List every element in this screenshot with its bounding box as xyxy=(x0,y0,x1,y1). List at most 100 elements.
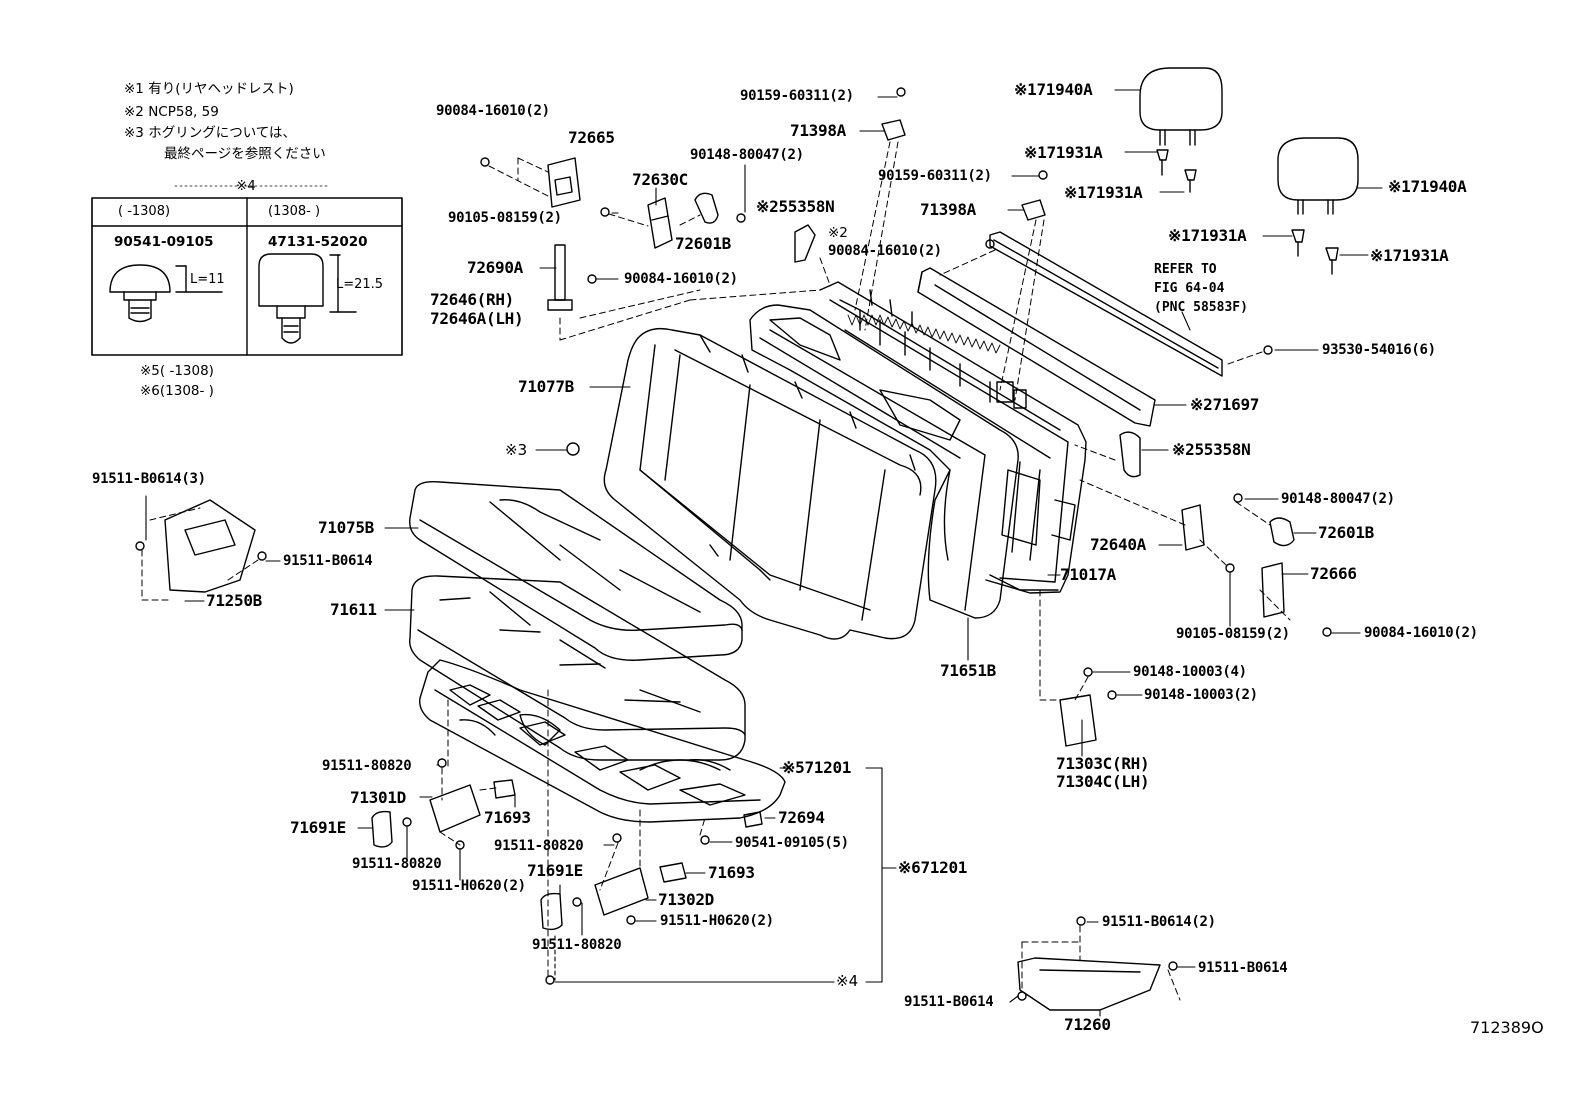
part-label: ※2 xyxy=(828,225,848,241)
note-6: ※6(1308- ) xyxy=(140,383,214,399)
bracket-72666 xyxy=(1261,562,1285,618)
refer-box: REFER TO FIG 64-04 (PNC 58583F) xyxy=(1154,260,1248,317)
note-2: ※2 NCP58, 59 xyxy=(124,104,219,120)
part-label: 71398A xyxy=(790,121,846,140)
part-label: 71303C(RH) xyxy=(1056,754,1150,773)
part-label: 91511-H0620(2) xyxy=(660,913,774,929)
bracket-71250B xyxy=(164,499,256,593)
cover-72601B-right xyxy=(1269,517,1295,547)
part-label: 90084-16010(2) xyxy=(436,103,550,119)
part-label: 90159-60311(2) xyxy=(740,88,854,104)
part-label: ※255358N xyxy=(756,197,835,216)
note-5: ※5( -1308) xyxy=(140,363,214,379)
part-label: ※4 xyxy=(836,972,859,990)
part-label: 90084-16010(2) xyxy=(624,271,738,287)
part-label: 90541-09105(5) xyxy=(735,835,849,851)
part-label: 72601B xyxy=(1318,523,1374,542)
part-label: 72694 xyxy=(778,808,825,827)
back-board xyxy=(749,304,1019,619)
part-label: 71693 xyxy=(484,808,531,827)
seat-back-cover xyxy=(603,327,937,640)
part-label: 91511-H0620(2) xyxy=(412,878,526,894)
part-label: 72646A(LH) xyxy=(430,309,524,328)
spec-col1-len: L=11 xyxy=(190,272,225,287)
hinge-72630C xyxy=(647,197,673,249)
part-label: 72640A xyxy=(1090,535,1146,554)
frame-springs xyxy=(847,314,1001,354)
seat-cushion-cover-71075B xyxy=(409,480,743,661)
refer-line-3: (PNC 58583F) xyxy=(1154,300,1248,315)
part-label: 71075B xyxy=(318,518,374,537)
part-label: 71260 xyxy=(1064,1015,1111,1034)
part-label: ※171931A xyxy=(1024,143,1103,162)
part-label: 71302D xyxy=(658,890,714,909)
part-label: 91511-B0614 xyxy=(1198,960,1288,976)
hinge-cover-72665 xyxy=(547,157,581,208)
illustration-code: 712389O xyxy=(1470,1018,1544,1037)
part-label: 72646(RH) xyxy=(430,290,514,309)
leader-lines xyxy=(145,89,1383,1017)
cap-47131-icon xyxy=(258,253,357,344)
spec-table-frame xyxy=(91,185,403,356)
bracket-71398A-upper xyxy=(881,119,906,141)
bolt-icons xyxy=(135,87,1332,1001)
part-label: 71611 xyxy=(330,600,377,619)
part-label: 71691E xyxy=(290,818,346,837)
hinge-72640A xyxy=(1181,504,1205,551)
part-label: 71077B xyxy=(518,377,574,396)
part-label: ※171931A xyxy=(1370,246,1449,265)
seat-frame-pan xyxy=(419,659,786,823)
part-label: 91511-80820 xyxy=(322,758,412,774)
bracket-71301D xyxy=(429,784,481,833)
part-label: 90148-80047(2) xyxy=(690,147,804,163)
part-label: 90148-80047(2) xyxy=(1281,491,1395,507)
part-label: ※571201 xyxy=(782,758,852,777)
spec-col1-part: 90541-09105 xyxy=(114,234,214,250)
part-label: 71017A xyxy=(1060,565,1116,584)
part-label: 93530-54016(6) xyxy=(1322,342,1436,358)
part-label: ※3 xyxy=(505,441,528,459)
note-4: ※4 xyxy=(236,178,256,194)
refer-line-2: FIG 64-04 xyxy=(1154,281,1225,296)
spec-col1-head: ( -1308) xyxy=(118,204,171,219)
part-label: ※171931A xyxy=(1064,183,1143,202)
part-label: 91511-B0614(2) xyxy=(1102,914,1216,930)
part-label: 72666 xyxy=(1310,564,1357,583)
part-label: 72690A xyxy=(467,258,523,277)
pad-71693-lower xyxy=(659,862,687,883)
part-label: 91511-B0614 xyxy=(904,994,994,1010)
part-label: 90084-16010(2) xyxy=(1364,625,1478,641)
cover-72601B xyxy=(694,192,719,224)
part-label: ※171940A xyxy=(1014,80,1093,99)
part-label: 91511-80820 xyxy=(494,838,584,854)
part-label: 71301D xyxy=(350,788,406,807)
part-label: 71651B xyxy=(940,661,996,680)
seat-back-frame xyxy=(819,281,1087,594)
pad-71693-upper xyxy=(493,779,516,799)
headrest-lower xyxy=(1277,137,1359,275)
part-label: 90148-10003(2) xyxy=(1144,687,1258,703)
part-label: 71693 xyxy=(708,863,755,882)
part-label: ※171940A xyxy=(1388,177,1467,196)
clip-72694 xyxy=(743,811,763,828)
part-label: 90105-08159(2) xyxy=(1176,626,1290,642)
part-label: 90148-10003(4) xyxy=(1133,664,1247,680)
rail-72690A xyxy=(547,244,573,311)
headrest-upper xyxy=(1139,67,1223,193)
clip-55358N-lower xyxy=(1119,431,1141,478)
dashed-guides xyxy=(141,141,1291,1001)
part-label: ※255358N xyxy=(1172,440,1251,459)
part-label: 90105-08159(2) xyxy=(448,210,562,226)
part-label: 72630C xyxy=(632,170,688,189)
bracket-71398A-lower xyxy=(1021,199,1046,221)
trim-panel-71697 xyxy=(917,267,1156,427)
note-3a: ※3 ホグリングについては、 xyxy=(124,125,297,141)
part-label: 91511-80820 xyxy=(352,856,442,872)
part-label: ※671201 xyxy=(898,858,968,877)
part-label: 91511-80820 xyxy=(532,937,622,953)
part-label: 72665 xyxy=(568,128,615,147)
clip-55358N-upper xyxy=(794,224,816,263)
note-1: ※1 有り(リヤヘッドレスト) xyxy=(124,81,294,97)
